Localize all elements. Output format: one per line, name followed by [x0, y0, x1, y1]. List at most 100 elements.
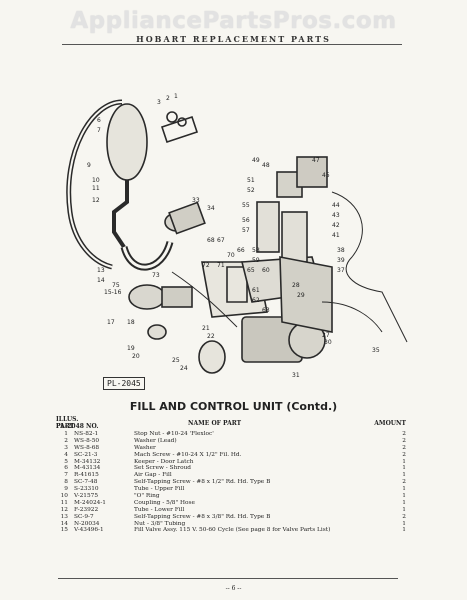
svg-text:9: 9 [87, 162, 91, 169]
svg-text:42: 42 [332, 222, 340, 229]
part-name: Air Gap - Fill [134, 472, 172, 479]
control-box [279, 256, 333, 333]
svg-text:7: 7 [97, 127, 101, 134]
svg-text:65: 65 [247, 267, 255, 274]
illus-number: 1 [64, 431, 68, 437]
part-amount: 1 [402, 493, 406, 500]
svg-text:11: 11 [92, 185, 100, 192]
svg-text:56: 56 [242, 217, 250, 224]
svg-text:20: 20 [132, 353, 140, 360]
illus-number: 11 [60, 499, 68, 506]
part-number: N-20034 [74, 520, 100, 527]
svg-text:14: 14 [97, 277, 105, 284]
illus-number: 2 [64, 437, 68, 444]
part-amount: 2 [402, 479, 406, 486]
svg-text:18: 18 [127, 319, 135, 326]
fill-valve [128, 284, 166, 310]
header-name: NAME OF PART [188, 420, 242, 427]
plate-label: PL-2045 [103, 377, 145, 390]
illus-number: 9 [64, 486, 68, 493]
part-name: Set Screw - Shroud [134, 465, 192, 472]
footer-rule [58, 578, 398, 579]
illus-number: 14 [60, 520, 68, 527]
part-amount: 1 [402, 486, 406, 493]
svg-text:34: 34 [207, 205, 215, 212]
part-amount: 2 [402, 451, 406, 458]
part-amount: 1 [402, 520, 406, 527]
svg-text:22: 22 [207, 333, 215, 340]
table-row: 13 SC-9-7 Self-Tapping Screw - #8 x 3/8" R… [56, 514, 406, 521]
part-amount: 1 [402, 499, 406, 506]
part-name: Tube - Lower Fill [134, 506, 185, 513]
part-number: SC-7-48 [74, 479, 98, 486]
svg-text:30: 30 [324, 339, 332, 346]
svg-text:10: 10 [92, 177, 100, 184]
svg-text:48: 48 [262, 162, 270, 169]
part-name: "O" Ring [134, 493, 160, 500]
svg-text:51: 51 [247, 177, 255, 184]
section-title: FILL AND CONTROL UNIT (Contd.) [129, 400, 338, 413]
illus-number: 3 [64, 444, 68, 451]
page-header: HOBART REPLACEMENT PARTS [136, 34, 331, 44]
part-name: Self-Tapping Screw - #8 x 3/8" Rd. Hd. T… [134, 513, 271, 520]
svg-text:1: 1 [174, 93, 178, 100]
svg-text:61: 61 [252, 287, 260, 294]
svg-text:43: 43 [332, 212, 340, 219]
control-knob [198, 340, 226, 374]
part-number: M-24024-1 [74, 499, 106, 506]
svg-text:13: 13 [97, 267, 105, 274]
svg-text:62: 62 [252, 297, 260, 304]
svg-text:31: 31 [292, 372, 300, 379]
svg-text:38: 38 [337, 247, 345, 254]
page-number: -- 6 -- [225, 585, 242, 592]
header-amount: AMOUNT [374, 420, 406, 427]
svg-text:41: 41 [332, 232, 340, 239]
illus-number: 5 [64, 458, 68, 465]
svg-text:47: 47 [312, 157, 320, 164]
part-amount: 1 [402, 506, 406, 513]
part-number: R-41615 [74, 472, 99, 479]
illus-number: 7 [64, 472, 68, 479]
svg-text:45: 45 [322, 172, 330, 179]
part-number: M-43134 [74, 465, 101, 472]
part-number: SC-9-7 [74, 513, 94, 520]
illus-number: 15 [60, 527, 68, 534]
stop-nut [166, 111, 178, 123]
header-pl: PL-2048 NO. [56, 423, 99, 430]
svg-text:2: 2 [166, 95, 170, 102]
part-amount: 2 [402, 431, 406, 437]
svg-text:49: 49 [252, 157, 260, 164]
part-amount: 2 [402, 437, 406, 444]
illus-number: 13 [60, 513, 68, 520]
svg-text:44: 44 [332, 202, 340, 209]
header-illus: ILLUS. PART [56, 416, 79, 430]
svg-text:72: 72 [202, 262, 210, 269]
svg-text:27: 27 [322, 332, 330, 339]
part-amount: 2 [402, 444, 406, 451]
svg-text:28: 28 [292, 282, 300, 289]
part-name: Self-Tapping Screw - #8 x 1/2" Rd. Hd. T… [134, 479, 271, 486]
svg-text:52: 52 [247, 187, 255, 194]
svg-text:66: 66 [237, 247, 245, 254]
svg-text:29: 29 [297, 292, 305, 299]
svg-text:60: 60 [262, 267, 270, 274]
part-amount: 1 [402, 465, 406, 472]
svg-text:3: 3 [157, 99, 161, 106]
part-amount: 1 [402, 527, 406, 534]
air-gap [106, 103, 148, 181]
part-name: Tube - Upper Fill [134, 486, 185, 493]
svg-text:12: 12 [92, 197, 100, 204]
part-name: Coupling - 5/8" Hose [134, 499, 195, 506]
watermark: AppliancePartsPros.com [70, 8, 397, 34]
